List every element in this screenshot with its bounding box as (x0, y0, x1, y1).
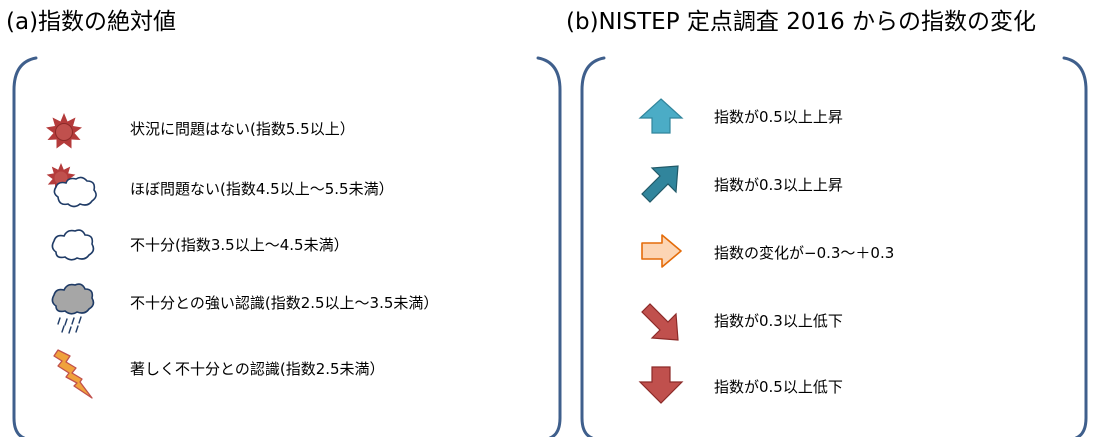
panel-a-right-bracket (536, 56, 562, 437)
legend-label: 指数が0.5以上低下 (714, 378, 843, 396)
arrow-up-icon (638, 98, 684, 134)
lightning-icon (53, 349, 93, 399)
legend-row-sun-behind-cloud: ほぼ問題ない(指数4.5以上～5.5未満） (130, 178, 394, 199)
legend-label: 指数が0.3以上上昇 (714, 176, 843, 194)
legend-row-arrow-up-right: 指数が0.3以上上昇 (714, 174, 843, 195)
legend-row-lightning: 著しく不十分との認識(指数2.5未満） (130, 358, 385, 379)
panel-a-title: (a)指数の絶対値 (6, 9, 177, 35)
legend-row-arrow-down: 指数が0.5以上低下 (714, 376, 843, 397)
arrow-down-right-icon (641, 303, 679, 341)
legend-row-arrow-down-right: 指数が0.3以上低下 (714, 310, 843, 331)
legend-label: 指数の変化が−0.3～＋0.3 (714, 244, 895, 262)
legend-row-rain-cloud: 不十分との強い認識(指数2.5以上～3.5未満） (130, 292, 438, 313)
legend-row-sun: 状況に問題はない(指数5.5以上） (130, 118, 355, 139)
arrow-down-icon (638, 366, 684, 404)
arrow-right-icon (641, 234, 682, 268)
sun-icon (46, 113, 82, 149)
legend-label: 不十分(指数3.5以上～4.5未満） (130, 236, 349, 254)
legend-label: 指数が0.3以上低下 (714, 312, 843, 330)
sun-behind-cloud-icon (46, 163, 97, 208)
panel-b-title: (b)NISTEP 定点調査 2016 からの指数の変化 (566, 9, 1037, 35)
legend-label: 状況に問題はない(指数5.5以上） (130, 120, 355, 138)
cloud-icon (51, 229, 95, 261)
panel-a-left-bracket (12, 56, 38, 437)
legend-label: ほぼ問題ない(指数4.5以上～5.5未満） (130, 180, 394, 198)
panel-b-left-bracket (580, 56, 606, 437)
legend-label: 著しく不十分との認識(指数2.5未満） (130, 360, 385, 378)
panel-b-right-bracket (1062, 56, 1088, 437)
legend-row-cloud: 不十分(指数3.5以上～4.5未満） (130, 234, 349, 255)
rain-cloud-icon (51, 283, 95, 334)
arrow-up-right-icon (641, 165, 679, 203)
legend-label: 不十分との強い認識(指数2.5以上～3.5未満） (130, 294, 439, 312)
legend-row-arrow-right: 指数の変化が−0.3～＋0.3 (714, 242, 894, 263)
legend-label: 指数が0.5以上上昇 (714, 108, 843, 126)
legend-row-arrow-up: 指数が0.5以上上昇 (714, 106, 843, 127)
